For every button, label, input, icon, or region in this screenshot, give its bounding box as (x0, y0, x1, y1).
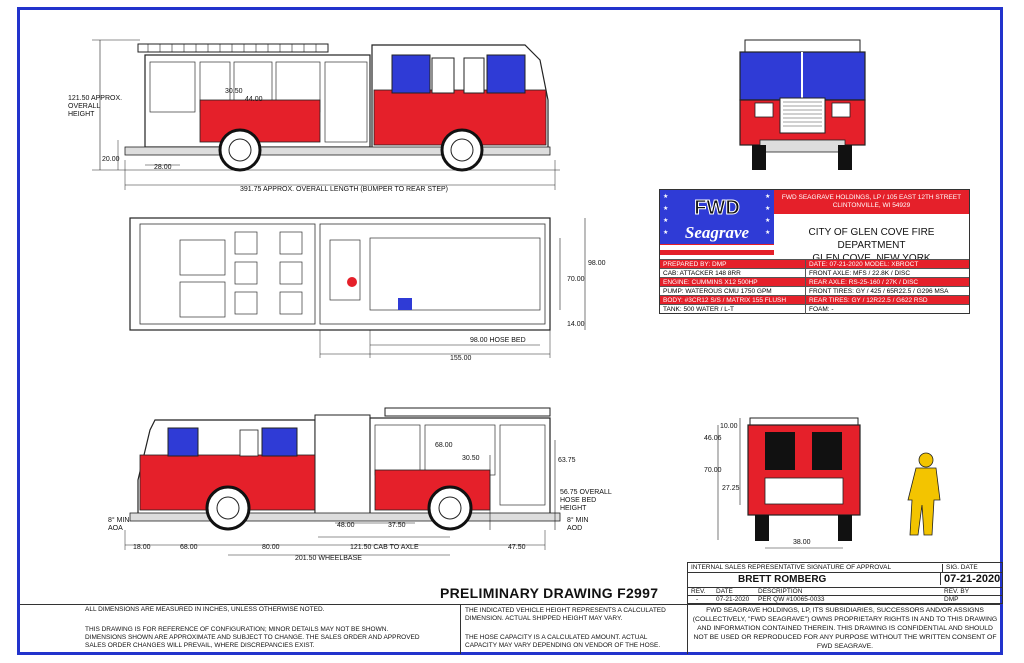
note-reference: THIS DRAWING IS FOR REFERENCE OF CONFIGU… (85, 626, 420, 649)
customer-name: CITY OF GLEN COVE FIRE DEPARTMENT GLEN C… (774, 214, 969, 264)
svg-text:★: ★ (765, 217, 770, 224)
spec-right: REAR AXLE: RS-25-160 / 27K / DISC (805, 278, 918, 287)
spec-left: PUMP: WATEROUS CMU 1750 GPM (663, 288, 772, 295)
title-block: ★ ★ ★ ★ ★ ★ ★ ★ FWD Seagrave FWD SEAGRAVE HOLD… (659, 189, 970, 314)
dim-side-d3: 20.00 (102, 156, 120, 163)
flag-logo-graphic: ★ ★ ★ ★ ★ ★ ★ ★ FWD Seagrave (660, 190, 774, 259)
logo-fwd-text: FWD (694, 197, 740, 219)
spec-right: REAR TIRES: GY / 12R22.5 / G622 RSD (805, 296, 928, 305)
dim-side-d1: 30.50 (225, 88, 243, 95)
customer-line-2: GLEN COVE, NEW YORK (774, 252, 969, 265)
spec-row: ENGINE: CUMMINS X12 500HP REAR AXLE: RS-2… (660, 277, 969, 287)
spec-row: PUMP: WATEROUS CMU 1750 GPM FRONT TIRES: … (660, 286, 969, 296)
svg-text:★: ★ (765, 193, 770, 200)
approval-date: 07-21-2020 (940, 573, 1000, 585)
fwd-seagrave-logo: ★ ★ ★ ★ ★ ★ ★ ★ FWD Seagrave (660, 190, 774, 259)
dim-rear-d4: 27.25 (722, 485, 740, 492)
svg-text:★: ★ (765, 229, 770, 236)
dim-top-hosebed: 98.00 HOSE BED (470, 337, 526, 344)
note-height: THE INDICATED VEHICLE HEIGHT REPRESENTS … (465, 607, 666, 622)
dim-side-d2: 44.00 (245, 96, 263, 103)
note-dimensions: ALL DIMENSIONS ARE MEASURED IN INCHES, U… (85, 606, 325, 613)
spec-left: CAB: ATTACKER 148 8RR (663, 270, 741, 277)
spec-left: TANK: 500 WATER / L-T (663, 306, 735, 313)
dim-right-d1: 68.00 (435, 442, 453, 449)
sig-date-label: SIG. DATE (942, 564, 978, 572)
dim-rear-d3: 70.00 (704, 467, 722, 474)
dim-top-inner: 70.00 (567, 276, 585, 283)
dim-right-b2: 68.00 (180, 544, 198, 551)
spec-left: BODY: #3CR12 S/S / MATRIX 155 FLUSH (663, 297, 787, 304)
spec-row: PREPARED BY: DMP DATE: 07-21-2020 MODEL: … (660, 259, 969, 269)
svg-text:★: ★ (765, 205, 770, 212)
approver-name: BRETT ROMBERG (738, 574, 827, 585)
note-proprietary: FWD SEAGRAVE HOLDINGS, LP, ITS SUBSIDIAR… (692, 607, 998, 650)
customer-line-1: CITY OF GLEN COVE FIRE DEPARTMENT (808, 227, 935, 251)
dim-top-width: 98.00 (588, 260, 606, 267)
preliminary-drawing-label: PRELIMINARY DRAWING F2997 (440, 585, 659, 601)
company-address: FWD SEAGRAVE HOLDINGS, LP / 105 EAST 12T… (774, 190, 969, 214)
rev-label: REV. (691, 588, 706, 595)
spec-right: FOAM: - (805, 305, 834, 314)
company-line-2: CLINTONVILLE, WI 54929 (832, 202, 911, 209)
dim-right-d2: 30.50 (462, 455, 480, 462)
svg-text:★: ★ (663, 193, 668, 200)
side-view-right (124, 407, 561, 556)
top-view (129, 217, 586, 358)
approval-header: INTERNAL SALES REPRESENTATIVE SIGNATURE … (691, 564, 892, 571)
spec-right: FRONT AXLE: MFS / 22.8K / DISC (805, 269, 910, 278)
revby-value: DMP (944, 596, 959, 603)
spec-row: CAB: ATTACKER 148 8RR FRONT AXLE: MFS / 2… (660, 268, 969, 278)
rear-view (717, 417, 941, 549)
dim-right-wheelbase: 201.50 WHEELBASE (295, 555, 362, 562)
date-label: DATE (716, 588, 733, 595)
dim-right-d5: 37.50 (388, 522, 406, 529)
spec-row: TANK: 500 WATER / L-T FOAM: - (660, 304, 969, 314)
spec-left: PREPARED BY: DMP (663, 261, 727, 268)
dim-right-d4: 48.00 (337, 522, 355, 529)
dim-right-b4: 47.50 (508, 544, 526, 551)
dim-right-b3: 80.00 (262, 544, 280, 551)
dim-rear-d1: 10.00 (720, 423, 738, 430)
dim-rear-d5: 38.00 (793, 539, 811, 546)
dim-top-total: 155.00 (450, 355, 472, 362)
dim-right-d3: 63.75 (558, 457, 576, 464)
dim-side-d4: 28.00 (154, 164, 172, 171)
side-view-left (92, 39, 560, 190)
dim-rear-d2: 46.06 (704, 435, 722, 442)
logo-seagrave-text: Seagrave (685, 223, 750, 242)
note-hose: THE HOSE CAPACITY IS A CALCULATED AMOUNT… (465, 634, 661, 649)
spec-row: BODY: #3CR12 S/S / MATRIX 155 FLUSH REAR … (660, 295, 969, 305)
dim-side-length: 391.75 APPROX. OVERALL LENGTH (BUMPER TO… (240, 186, 448, 193)
svg-text:★: ★ (663, 217, 668, 224)
desc-label: DESCRIPTION (758, 588, 803, 595)
spec-right: DATE: 07-21-2020 MODEL: XBROCT (805, 260, 918, 269)
dim-right-cab-axle: 121.50 CAB TO AXLE (350, 544, 419, 551)
company-line-1: FWD SEAGRAVE HOLDINGS, LP / 105 EAST 12T… (781, 194, 962, 201)
approval-block: INTERNAL SALES REPRESENTATIVE SIGNATURE … (687, 562, 1003, 604)
dim-right-b1: 18.00 (133, 544, 151, 551)
svg-text:★: ★ (663, 229, 668, 236)
front-view (739, 39, 866, 170)
title-block-header: ★ ★ ★ ★ ★ ★ ★ ★ FWD Seagrave FWD SEAGRAVE HOLD… (660, 190, 969, 264)
rev-desc-value: PER QW #10065-0033 (758, 596, 825, 603)
rev-date-value: 07-21-2020 (716, 596, 750, 603)
dim-top-step: 14.00 (567, 321, 585, 328)
revby-label: REV. BY (944, 588, 970, 595)
rev-value: - (696, 596, 699, 603)
svg-text:★: ★ (663, 205, 668, 212)
spec-right: FRONT TIRES: GY / 425 / 65R22.5 / G296 M… (805, 287, 948, 296)
spec-left: ENGINE: CUMMINS X12 500HP (663, 279, 758, 286)
sheet-border (17, 7, 1003, 655)
